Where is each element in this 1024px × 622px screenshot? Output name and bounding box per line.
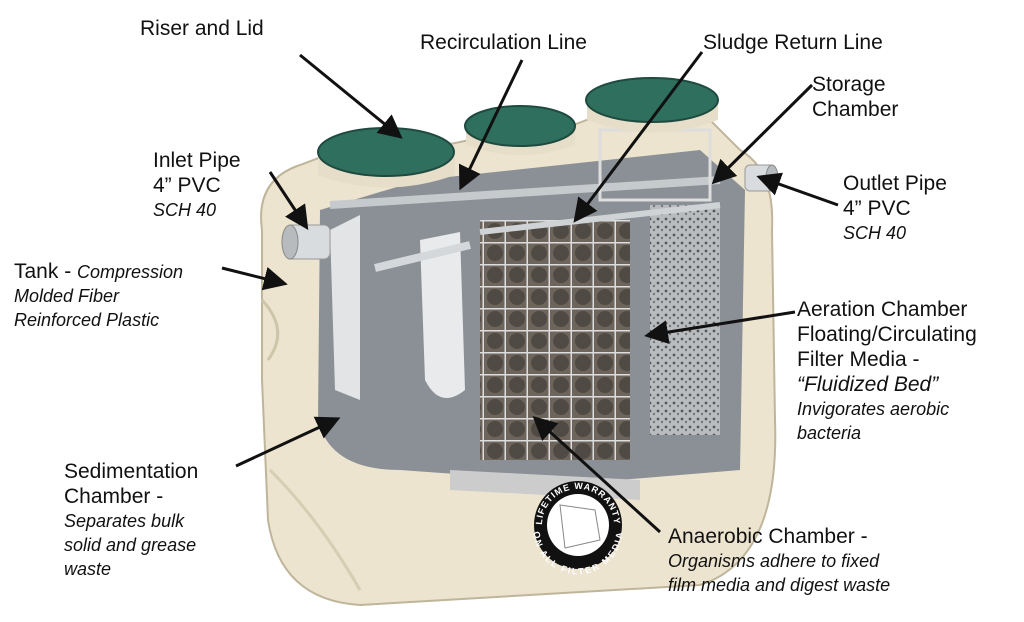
- tank-interior-cutaway: [318, 128, 745, 500]
- label-text: Floating/Circulating: [797, 323, 977, 346]
- label-text: waste: [64, 559, 112, 579]
- label-text: Chamber: [812, 98, 899, 121]
- arrow-tank: [221, 266, 288, 291]
- baffle: [330, 215, 360, 400]
- label-text: Chamber -: [64, 485, 164, 508]
- inlet-pipe: [281, 224, 331, 260]
- label-text: Separates bulk: [64, 511, 185, 531]
- label-text: 4” PVC: [153, 174, 221, 197]
- label-text: Inlet Pipe: [153, 149, 241, 172]
- label-text: Aeration Chamber: [797, 298, 968, 321]
- label-anaerobic-chamber: Anaerobic Chamber - Organisms adhere to …: [668, 524, 890, 597]
- label-text: Invigorates aerobic: [797, 399, 950, 419]
- leader-arrows: [221, 51, 839, 534]
- label-text: film media and digest waste: [668, 575, 891, 595]
- label-recirculation-line: Recirculation Line: [420, 30, 587, 55]
- arrow-storage: [711, 83, 814, 185]
- label-tank: Tank - Compression Molded Fiber Reinforc…: [14, 259, 183, 332]
- label-text: bacteria: [797, 423, 862, 443]
- label-outlet-pipe: Outlet Pipe 4” PVC SCH 40: [843, 171, 947, 245]
- label-text: Outlet Pipe: [843, 172, 947, 195]
- arrow-aeration: [644, 310, 796, 345]
- baffle: [420, 232, 465, 398]
- label-text: Compression: [77, 262, 184, 282]
- label-text: SCH 40: [153, 200, 217, 220]
- label-text: “Fluidized Bed”: [797, 373, 939, 396]
- label-text: Filter Media -: [797, 348, 920, 371]
- label-text: Organisms adhere to fixed: [668, 551, 880, 571]
- arrow-recirculation: [458, 59, 524, 191]
- label-text: Riser and Lid: [140, 17, 264, 40]
- arrow-anaerobic: [532, 415, 662, 534]
- label-text: Anaerobic Chamber -: [668, 525, 868, 548]
- riser-lid-1: [317, 127, 455, 188]
- label-riser-and-lid: Riser and Lid: [140, 16, 264, 41]
- label-text: Recirculation Line: [420, 31, 587, 54]
- label-text: SCH 40: [843, 223, 907, 243]
- arrow-riser: [299, 53, 403, 139]
- label-sludge-return-line: Sludge Return Line: [703, 30, 883, 55]
- label-text: 4” PVC: [843, 197, 911, 220]
- sludge-return-pipe: [374, 241, 471, 272]
- arrow-sedimentation: [235, 416, 341, 468]
- label-storage-chamber: Storage Chamber: [812, 72, 898, 122]
- arrow-sludge: [573, 51, 704, 223]
- label-text: Reinforced Plastic: [14, 310, 160, 330]
- riser-lid-3: [585, 77, 719, 133]
- label-text: solid and grease: [64, 535, 197, 555]
- label-sedimentation-chamber: Sedimentation Chamber - Separates bulk s…: [64, 459, 198, 581]
- anaerobic-media: [480, 220, 630, 460]
- arrow-outlet: [756, 172, 839, 207]
- label-aeration-chamber: Aeration Chamber Floating/Circulating Fi…: [797, 297, 977, 445]
- label-text: Storage: [812, 73, 886, 96]
- label-text: Sedimentation: [64, 460, 199, 483]
- label-text: Molded Fiber: [14, 286, 120, 306]
- label-inlet-pipe: Inlet Pipe 4” PVC SCH 40: [153, 148, 241, 222]
- recirculation-pipe: [329, 176, 721, 209]
- label-text: Tank -: [14, 260, 78, 283]
- outlet-pipe: [744, 164, 779, 192]
- aeration-media: [650, 205, 720, 435]
- label-text: Sludge Return Line: [703, 31, 883, 54]
- riser-lid-2: [464, 105, 576, 155]
- arrow-inlet: [268, 171, 309, 231]
